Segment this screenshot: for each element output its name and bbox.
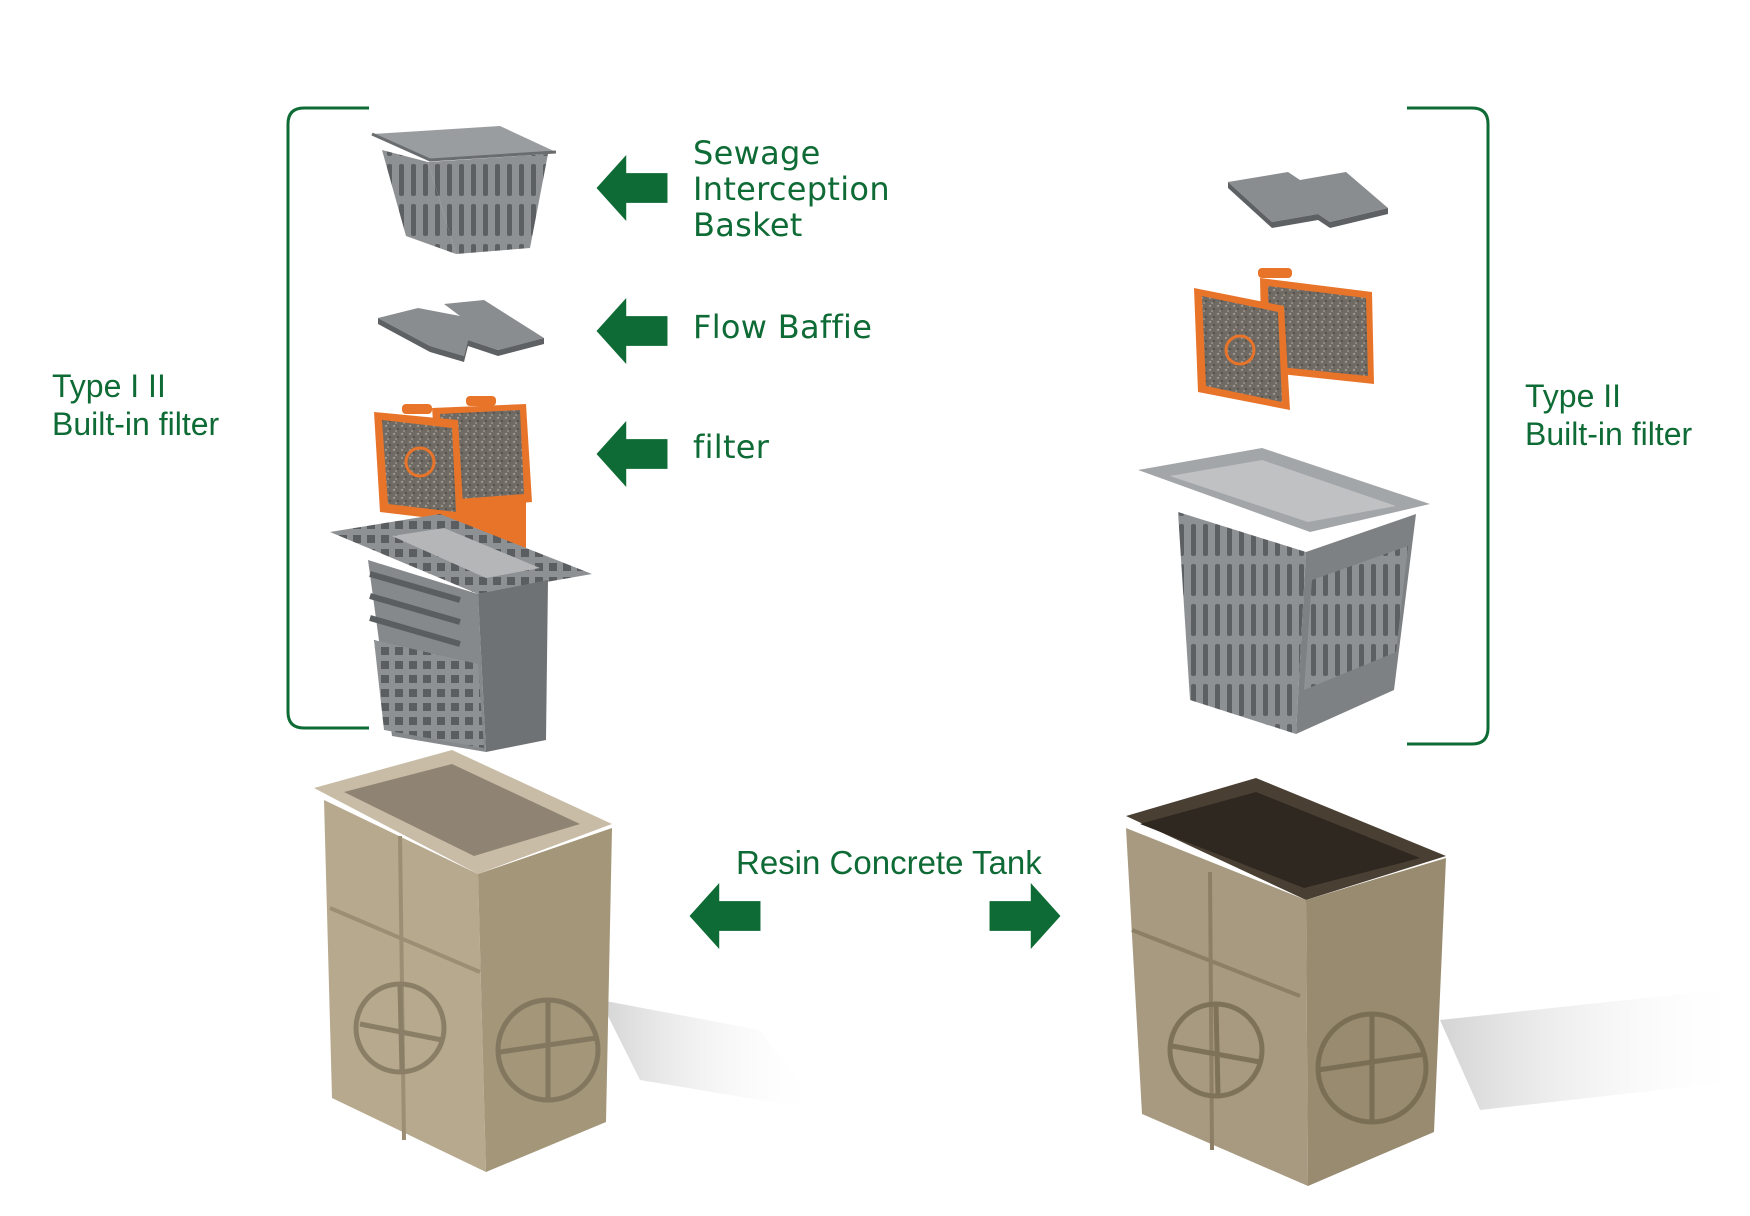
sewage-interception-basket (371, 126, 557, 254)
arrow-left-icon (689, 883, 761, 949)
large-filter-basket (1138, 448, 1430, 734)
type-left-label-line2: Built-in filter (52, 406, 220, 443)
type-right-label: Type II Built-in filter (1525, 377, 1692, 454)
flow-baffle-plate (378, 300, 544, 362)
arrow-left-icon (596, 421, 668, 487)
flow-baffle-label: Flow Baffie (693, 308, 873, 346)
arrow-right-icon (989, 883, 1061, 949)
type-left-label-line1: Type I II (52, 368, 166, 404)
right-group-bracket (1407, 106, 1490, 746)
sewage-basket-label-line3: Basket (693, 205, 803, 244)
sewage-basket-label: Sewage Interception Basket (693, 134, 890, 244)
sewage-basket-label-line1: Sewage (693, 134, 821, 172)
arrow-left-icon (596, 155, 668, 221)
left-group-bracket (286, 106, 369, 730)
sewage-basket-label-line2: Interception (693, 169, 890, 208)
resin-concrete-tank-right (1126, 778, 1750, 1186)
filter-frame-box (330, 514, 592, 752)
type-left-label: Type I II Built-in filter (52, 367, 219, 444)
arrow-left-icon (596, 298, 668, 364)
type-right-label-line2: Built-in filter (1525, 416, 1693, 453)
filter-pads-right (1194, 268, 1374, 410)
filter-label: filter (693, 428, 770, 466)
type-right-label-line1: Type II (1525, 378, 1622, 414)
resin-concrete-tank-label: Resin Concrete Tank (736, 844, 1042, 881)
resin-concrete-tank-left (314, 750, 820, 1172)
flow-baffle-plate-right (1228, 172, 1388, 228)
